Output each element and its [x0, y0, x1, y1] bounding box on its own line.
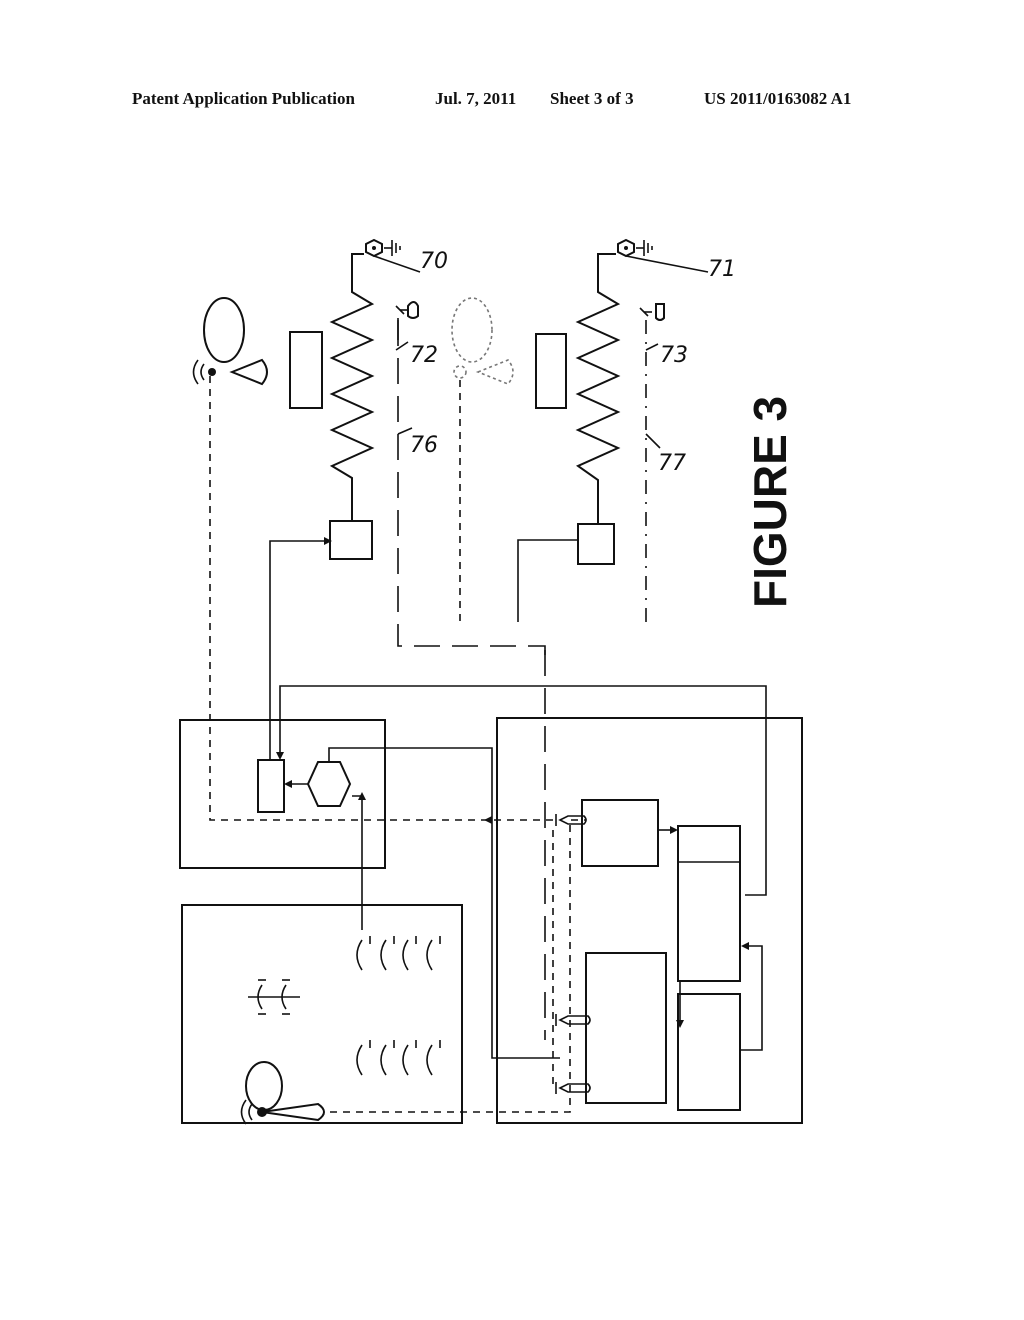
- antenna-1-wave-inner: [201, 364, 204, 380]
- wireless-link-1: [210, 376, 555, 820]
- ref-label-73: 73: [660, 343, 688, 368]
- arrow-wireless-in: [484, 816, 492, 824]
- wireless-wave-outer: [242, 1100, 247, 1124]
- leader-77: [646, 434, 660, 448]
- heater-controller-2: [578, 524, 614, 564]
- fitting-70-dot: [372, 246, 376, 250]
- arrow-a-to-storage: [670, 826, 678, 834]
- heater-controller-1: [330, 521, 372, 559]
- relay-block: [258, 760, 284, 812]
- leader-73: [646, 344, 658, 350]
- ref-label-76: 76: [410, 433, 438, 458]
- processing-unit-box: [497, 718, 802, 1123]
- hex-to-processor-line: [329, 748, 560, 1058]
- temp-probe-72: [396, 302, 418, 318]
- heating-element-2: [578, 254, 618, 524]
- ref-label-70: 70: [420, 249, 448, 274]
- wireless-antenna-dot: [257, 1107, 267, 1117]
- relay-to-heater-line: [270, 541, 330, 760]
- heating-element-1: [332, 254, 372, 521]
- wireless-wave-inner: [249, 1104, 252, 1120]
- display-panel-2: [536, 334, 566, 408]
- ref-label-72: 72: [410, 343, 438, 368]
- antenna-2: [454, 366, 466, 378]
- temp-probe-73: [640, 304, 664, 320]
- processor-block-b: [586, 953, 666, 1103]
- input-probes-right: [556, 814, 590, 1094]
- remote-sensor-oval-2: [452, 298, 492, 362]
- sensor-arcs-middle: [248, 980, 300, 1014]
- storage-block-upper: [678, 826, 740, 981]
- wireless-sensor-oval: [246, 1062, 282, 1110]
- ref-label-77: 77: [658, 451, 686, 476]
- arrow-to-relay: [284, 780, 292, 788]
- ground-symbol-71: [636, 240, 652, 256]
- remote-sensor-oval-1: [204, 298, 244, 362]
- controller-hexagon: [308, 762, 350, 806]
- ground-symbol-70: [384, 240, 400, 256]
- arrow-into-relay: [276, 752, 284, 760]
- zone2-power-line: [518, 540, 578, 622]
- leader-71: [626, 256, 708, 272]
- sensor-arcs-bottom-row: [357, 1040, 440, 1075]
- sensor-input-line: [352, 796, 362, 930]
- lower-to-upper-loop: [740, 946, 762, 1050]
- wireless-probe-body: [262, 1104, 324, 1120]
- signal-line-76: [398, 320, 545, 660]
- figure-label: FIGURE 3: [744, 396, 796, 608]
- sensor-arcs-top-row: [357, 936, 440, 970]
- wireless-link-bottom: [330, 820, 585, 1112]
- antenna-1: [208, 368, 216, 376]
- remote-probe-2: [478, 360, 513, 384]
- processor-block-a: [582, 800, 658, 866]
- leader-70: [374, 256, 420, 272]
- antenna-1-wave-outer: [194, 360, 199, 384]
- display-panel-1: [290, 332, 322, 408]
- arrow-into-storage-upper: [741, 942, 749, 950]
- ref-label-71: 71: [708, 257, 736, 282]
- fitting-71-dot: [624, 246, 628, 250]
- remote-probe-1: [232, 360, 267, 384]
- sensor-array-box: [182, 905, 462, 1123]
- storage-block-lower: [678, 994, 740, 1110]
